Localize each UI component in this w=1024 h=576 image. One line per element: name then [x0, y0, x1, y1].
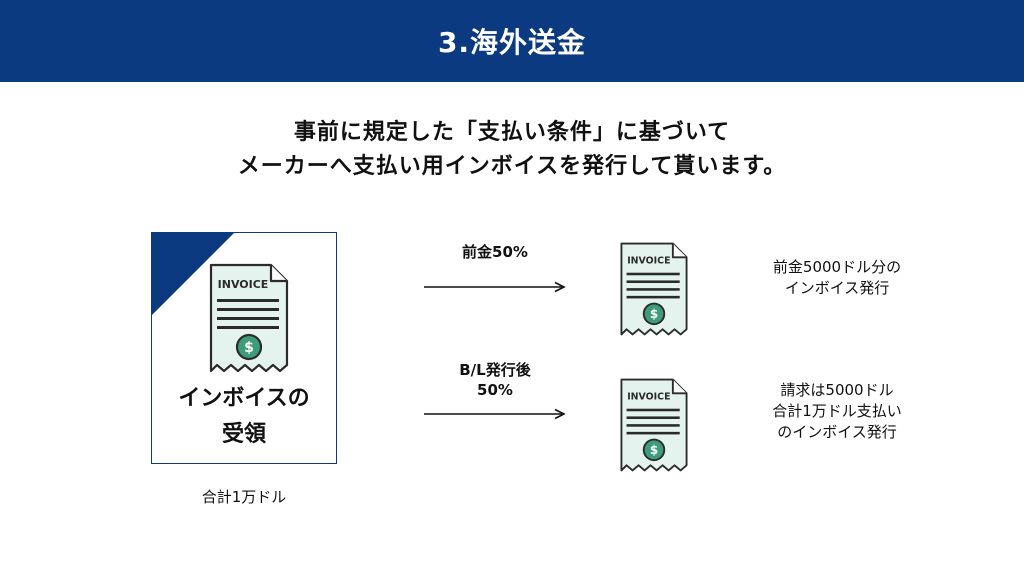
invoice-received-card: INVOICE $ インボイスの 受領	[151, 232, 337, 464]
card-label-line-1: インボイスの	[178, 386, 310, 411]
invoice-icon: INVOICE $	[207, 261, 291, 375]
row-2-invoice-icon-text: INVOICE	[627, 391, 670, 402]
row-2-description: 請求は5000ドル 合計1万ドル支払い のインボイス発行	[742, 380, 932, 443]
row-1-description: 前金5000ドル分の インボイス発行	[742, 257, 932, 299]
row-1-label-line-1: 前金50%	[462, 243, 528, 261]
dollar-icon: $	[244, 340, 254, 356]
row-1-arrow-label: 前金50%	[425, 242, 565, 262]
row-2-invoice-icon: INVOICE $	[618, 376, 690, 474]
row-1-arrow-right-icon	[424, 281, 566, 293]
slide-header: 3.海外送金	[0, 0, 1024, 82]
intro-line-2: メーカーへ支払い用インボイスを発行して貰います。	[237, 154, 787, 179]
slide-title: 3.海外送金	[437, 26, 587, 59]
intro-line-1: 事前に規定した「支払い条件」に基づいて	[293, 120, 731, 145]
row-1-desc-line-2: インボイス発行	[784, 279, 890, 297]
row-1-desc-line-1: 前金5000ドル分の	[772, 258, 902, 276]
intro-text: 事前に規定した「支払い条件」に基づいて メーカーへ支払い用インボイスを発行して貰…	[0, 116, 1024, 184]
row-1-invoice-icon-text: INVOICE	[627, 255, 670, 266]
card-label: インボイスの 受領	[152, 381, 336, 453]
row-2-desc-line-2: 合計1万ドル支払い	[772, 402, 902, 420]
row-2-label-line-2: 50%	[477, 381, 513, 399]
row-2-arrow-label: B/L発行後 50%	[425, 360, 565, 400]
card-label-line-2: 受領	[221, 422, 266, 447]
row-1-dollar-icon: $	[650, 307, 658, 321]
row-2-label-line-1: B/L発行後	[459, 361, 531, 379]
invoice-icon-text: INVOICE	[218, 278, 269, 291]
row-2-dollar-icon: $	[650, 443, 658, 457]
row-2-arrow-right-icon	[424, 408, 566, 420]
row-1-invoice-icon: INVOICE $	[618, 240, 690, 338]
row-2-desc-line-1: 請求は5000ドル	[780, 381, 894, 399]
card-caption: 合計1万ドル	[201, 488, 287, 506]
row-2-desc-line-3: のインボイス発行	[777, 423, 897, 441]
